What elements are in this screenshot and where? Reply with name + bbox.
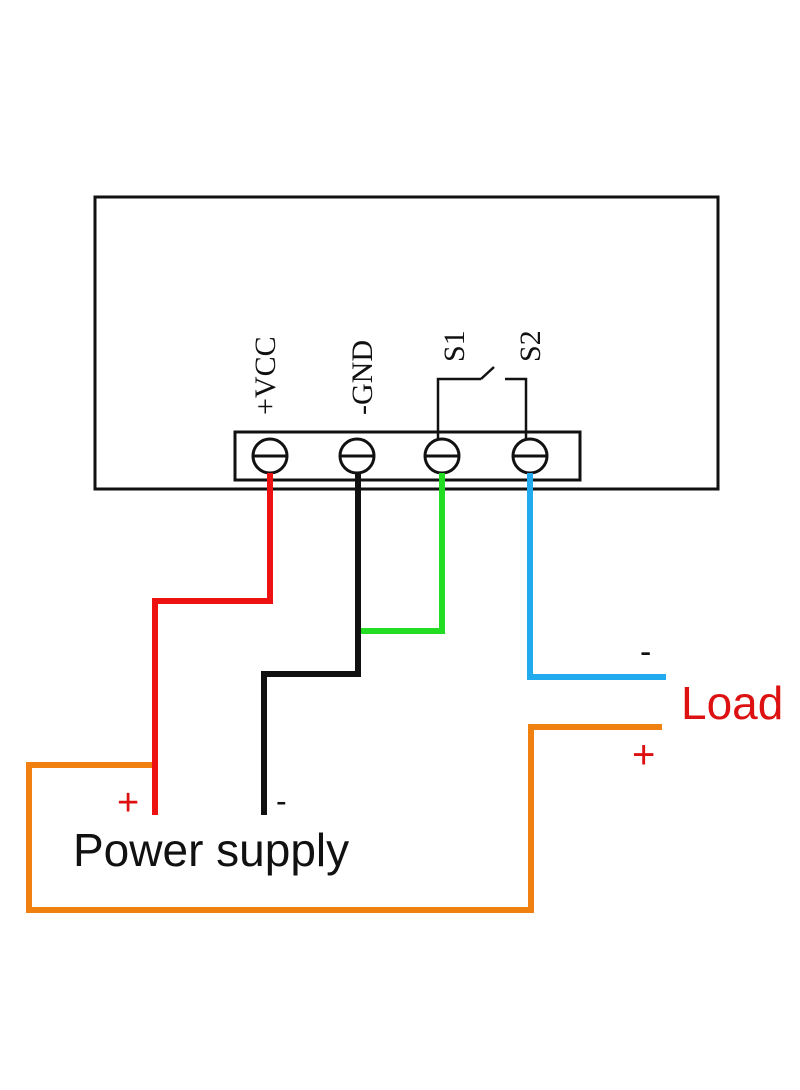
power-supply-plus-label: + — [117, 782, 139, 824]
label-vcc: +VCC — [249, 336, 282, 415]
wire-s2 — [527, 473, 666, 680]
switch-symbol — [436, 366, 528, 439]
module-box — [93, 195, 720, 491]
load-plus-label: + — [632, 733, 655, 777]
wire-vcc — [152, 473, 273, 815]
label-s2: S2 — [514, 330, 547, 362]
label-gnd: -GND — [346, 340, 379, 415]
screw-terminal-vcc — [251, 437, 289, 475]
load-minus-label: - — [640, 633, 651, 671]
power-supply-label: Power supply — [73, 824, 349, 876]
screw-terminal-gnd — [338, 437, 376, 475]
screw-terminal-s2 — [511, 437, 549, 475]
wire-gnd — [261, 473, 361, 815]
screw-terminal-s1 — [423, 437, 461, 475]
wire-s1 — [358, 473, 445, 634]
load-label: Load — [681, 677, 783, 729]
power-supply-minus-label: - — [276, 783, 287, 819]
label-s1: S1 — [438, 330, 471, 362]
wire-load-positive — [26, 724, 662, 913]
